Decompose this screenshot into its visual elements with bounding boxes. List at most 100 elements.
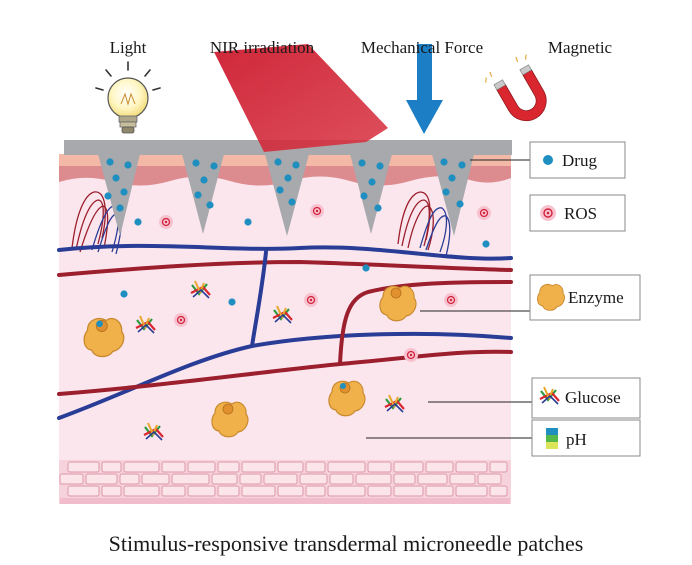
light-bulb-icon bbox=[95, 61, 161, 134]
drug-dot bbox=[376, 162, 384, 170]
blood-vessels bbox=[57, 243, 513, 420]
glucose-strand bbox=[139, 315, 150, 330]
skin-cell bbox=[171, 473, 210, 485]
enzyme-body bbox=[211, 401, 249, 438]
skin-cell bbox=[425, 485, 454, 497]
glucose bbox=[135, 315, 156, 334]
glucose-icon bbox=[539, 386, 560, 405]
glucose-strand bbox=[147, 422, 158, 437]
drug-dot bbox=[120, 290, 128, 298]
drug-dot bbox=[106, 158, 114, 166]
skin-cell bbox=[263, 473, 298, 485]
skin-cell bbox=[187, 485, 216, 497]
ros-core bbox=[315, 209, 319, 213]
nir-label: NIR irradiation bbox=[210, 38, 315, 57]
skin-cell bbox=[477, 473, 502, 485]
glucose-strand bbox=[274, 313, 292, 324]
ros-ring bbox=[479, 208, 489, 218]
ros-icon bbox=[540, 205, 556, 221]
skin-cell bbox=[67, 485, 100, 497]
drug-dot bbox=[124, 161, 132, 169]
ros-marker bbox=[304, 293, 318, 307]
drug-dot bbox=[276, 186, 284, 194]
skin-cell bbox=[187, 461, 216, 473]
microneedles bbox=[98, 154, 474, 236]
skin-cell bbox=[299, 473, 328, 485]
skin-cell bbox=[327, 461, 366, 473]
glucose-strand bbox=[386, 402, 404, 413]
magnet-icon bbox=[485, 54, 547, 122]
skin-cell bbox=[489, 461, 508, 473]
enzyme-site bbox=[222, 403, 234, 415]
cell-layer-base bbox=[60, 498, 510, 504]
ros-marker bbox=[159, 215, 173, 229]
skin-cell bbox=[277, 485, 304, 497]
glucose-strand bbox=[194, 280, 205, 295]
artery-lower bbox=[57, 349, 513, 396]
drug-dot bbox=[442, 188, 450, 196]
ros-core bbox=[164, 220, 168, 224]
microneedle bbox=[182, 154, 224, 234]
ros-core bbox=[179, 318, 183, 322]
skin-cell bbox=[393, 461, 424, 473]
legend-ph: pH bbox=[531, 419, 641, 457]
glucose-strand bbox=[192, 288, 210, 299]
skin-cell bbox=[101, 485, 122, 497]
glucose-particles bbox=[135, 280, 405, 441]
skin-cell bbox=[305, 485, 326, 497]
skin-cell bbox=[239, 473, 262, 485]
skin-cell bbox=[393, 473, 416, 485]
legend-ros: ROS bbox=[529, 194, 626, 232]
skin-cell bbox=[327, 485, 366, 497]
vein-upper bbox=[57, 243, 513, 261]
ros-marker bbox=[444, 293, 458, 307]
glucose-strand bbox=[145, 430, 163, 441]
drug-dot bbox=[448, 174, 456, 182]
skin-cell bbox=[241, 485, 276, 497]
drug-dot bbox=[458, 161, 466, 169]
skin-cell bbox=[241, 461, 276, 473]
magnetic-label: Magnetic bbox=[548, 38, 613, 57]
drug-dot-icon bbox=[543, 155, 553, 165]
ros-ring bbox=[176, 315, 186, 325]
legend-connectors bbox=[366, 159, 532, 439]
drug-dot bbox=[274, 158, 282, 166]
light-label: Light bbox=[110, 38, 147, 57]
ros-core bbox=[409, 353, 413, 357]
skin-cell bbox=[449, 473, 476, 485]
ros-ring bbox=[406, 350, 416, 360]
drug-dot bbox=[368, 178, 376, 186]
ros-particles bbox=[159, 204, 491, 362]
glucose-strand bbox=[137, 323, 155, 334]
ros-ring bbox=[161, 217, 171, 227]
glucose bbox=[384, 394, 405, 413]
diagram-caption: Stimulus-responsive transdermal micronee… bbox=[109, 531, 584, 556]
skin-cell bbox=[489, 485, 508, 497]
artery-branch bbox=[338, 280, 513, 366]
drug-dot bbox=[482, 240, 490, 248]
drug-dot bbox=[134, 218, 142, 226]
skin-cell bbox=[393, 485, 424, 497]
skin-cell bbox=[141, 473, 170, 485]
microneedle bbox=[98, 154, 140, 236]
microneedle bbox=[432, 154, 474, 236]
nir-beam-icon bbox=[214, 44, 388, 152]
legend-enzyme: Enzyme bbox=[529, 274, 641, 321]
drug-dot bbox=[120, 188, 128, 196]
ros-core bbox=[449, 298, 453, 302]
drug-dot bbox=[194, 191, 202, 199]
force-arrow-icon bbox=[406, 44, 443, 134]
skin-cell bbox=[101, 461, 122, 473]
microneedle bbox=[265, 154, 309, 236]
bound-drug bbox=[340, 383, 346, 389]
drug-dot bbox=[358, 159, 366, 167]
ros-core bbox=[482, 211, 486, 215]
skin-cell bbox=[119, 473, 140, 485]
skin-cell bbox=[161, 461, 186, 473]
vein-branch-vertical bbox=[250, 250, 268, 348]
capillary-loop-right bbox=[397, 191, 451, 257]
legend-enzyme-label: Enzyme bbox=[568, 288, 624, 307]
enzyme bbox=[379, 285, 417, 322]
drug-dot bbox=[288, 198, 296, 206]
